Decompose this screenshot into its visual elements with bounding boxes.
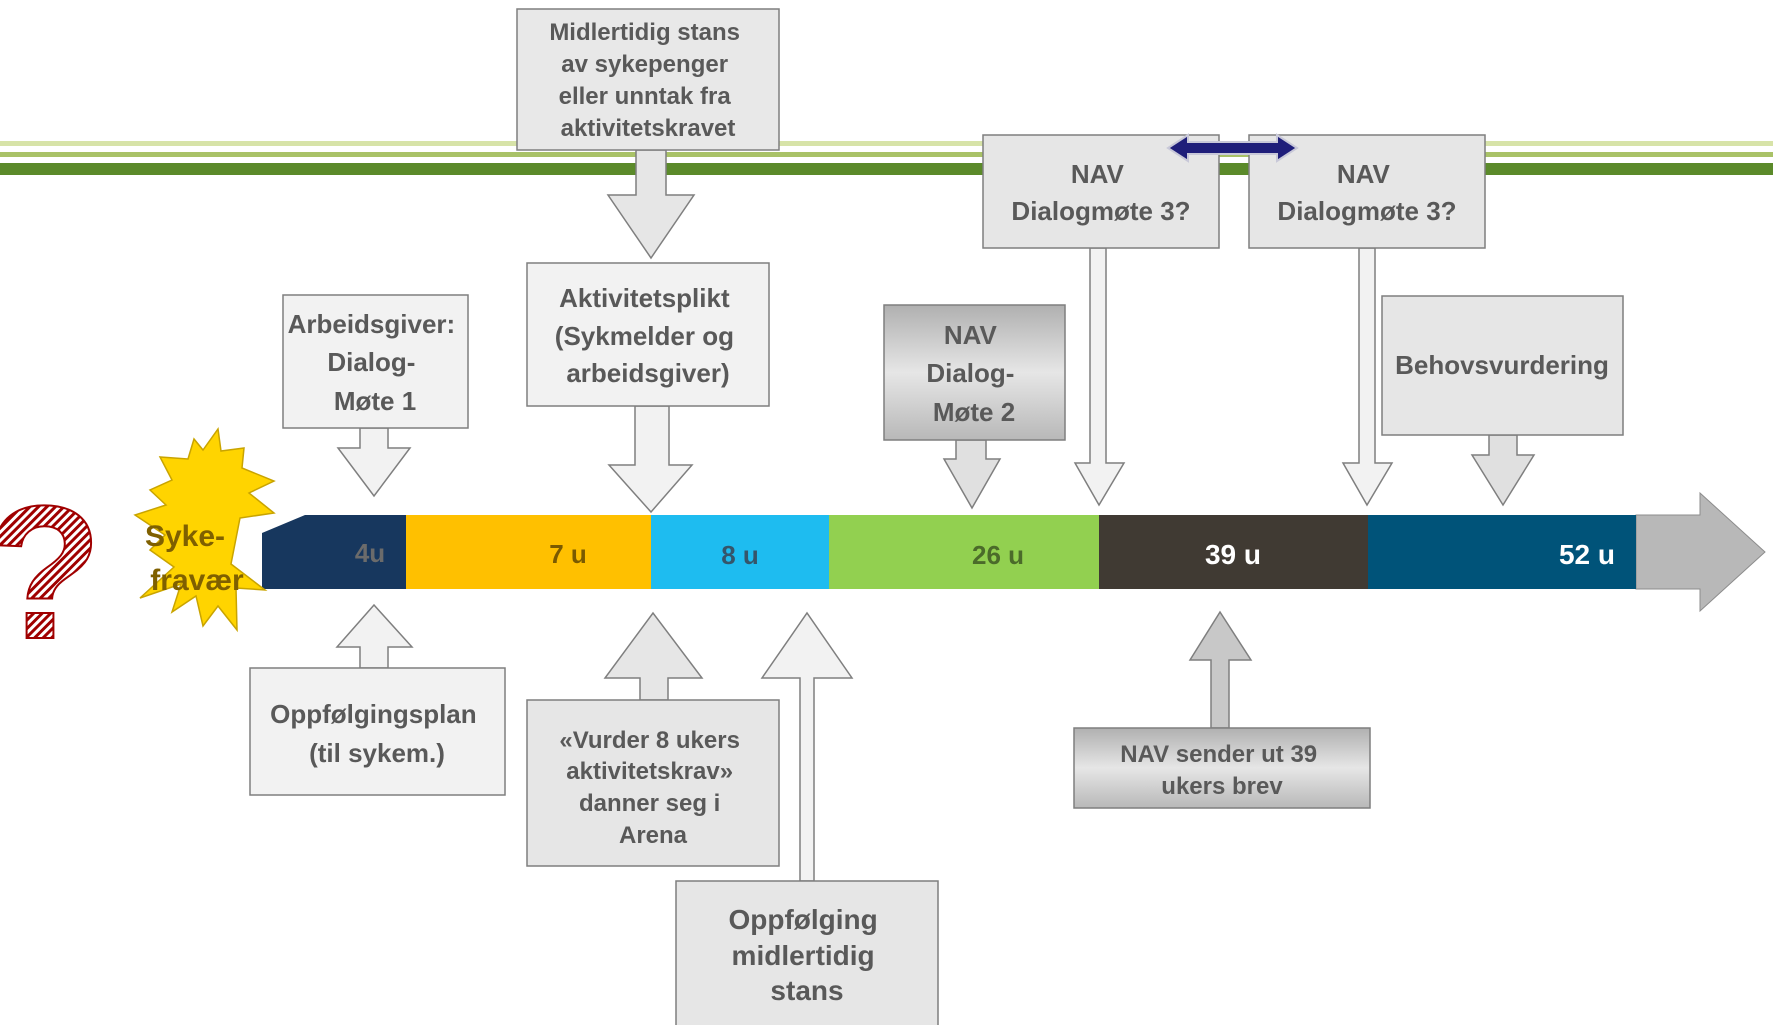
text-line: Dialog- — [327, 347, 415, 377]
callout-arrow — [606, 149, 696, 260]
box-nav-dialog2 — [883, 304, 1066, 441]
timeline-segment-39u — [1099, 515, 1368, 589]
burst-label-line1: Syke- — [145, 520, 225, 553]
svg-text:Oppfølgingsplan (til syk: Oppfølgingsplan (til sykem.) — [270, 699, 484, 768]
text-line: Arena — [619, 822, 688, 849]
timeline-segment-8u — [651, 515, 829, 589]
svg-text:«Vurder 8 ukers aktivite: «Vurder 8 ukers aktivitetskrav» danner s… — [559, 727, 746, 849]
timeline-bar: 4u 7 u 8 u 26 u 39 u 52 u — [262, 491, 1766, 613]
timeline-segment-4u — [262, 515, 406, 589]
callout-arrow — [335, 603, 414, 669]
timeline-segment-7u — [406, 515, 651, 589]
question-mark-icon: ? — [0, 467, 102, 679]
text-line: Møte 1 — [334, 386, 416, 416]
callout-nav-dialog3-a: NAV Dialogmøte 3? — [982, 134, 1220, 507]
svg-text:Midlertidig stans av syk: Midlertidig stans av sykepenger eller un… — [549, 19, 746, 142]
box-behovsvurdering — [1381, 295, 1624, 436]
text-line: aktivitetskrav» — [566, 758, 733, 785]
header-stripes — [0, 141, 1773, 175]
timeline-arrow-head — [1635, 491, 1766, 613]
callout-oppfolgingsplan: Oppfølgingsplan (til sykem.) — [249, 603, 506, 796]
callout-arrow — [607, 405, 694, 514]
text-line: Midlertidig stans — [549, 19, 740, 46]
callout-arrow — [1073, 247, 1126, 507]
svg-text:Arbeidsgiver: Dialog-: Arbeidsgiver: Dialog- Møte 1 — [288, 309, 463, 416]
burst-label-line2: fravær — [150, 564, 244, 597]
stripe-dark — [0, 163, 1773, 175]
callout-arrow — [1341, 247, 1394, 507]
timeline-segment-52u — [1368, 515, 1636, 589]
callout-nav-dialog2: NAV Dialog- Møte 2 — [883, 304, 1066, 510]
segment-label-7u: 7 u — [549, 539, 587, 569]
segment-label-4u: 4u — [355, 538, 385, 568]
text-line: Arbeidsgiver: — [288, 309, 456, 339]
text-line: Oppfølging — [728, 904, 877, 935]
callout-vurder-8-uker: «Vurder 8 ukers aktivitetskrav» danner s… — [526, 611, 780, 867]
text-line: «Vurder 8 ukers — [559, 727, 740, 754]
text-line: NAV — [1337, 159, 1391, 189]
text-line: Dialog- — [926, 358, 1014, 388]
box-arbeidsgiver-dialog1 — [282, 294, 469, 429]
text-line: aktivitetskravet — [561, 115, 736, 142]
text-line: arbeidsgiver) — [566, 358, 729, 388]
svg-text:NAV Dialog- Møte 2: NAV Dialog- Møte 2 — [926, 320, 1021, 427]
text-line: Dialogmøte 3? — [1011, 196, 1190, 226]
text-line: Møte 2 — [933, 397, 1015, 427]
segment-label-8u: 8 u — [721, 540, 759, 570]
box-vurder-8-uker — [526, 699, 780, 867]
callout-nav-39-brev: NAV sender ut 39 ukers brev — [1073, 610, 1371, 809]
text-line: Dialogmøte 3? — [1277, 196, 1456, 226]
callout-arrow — [1470, 434, 1536, 507]
stripe-light — [0, 141, 1773, 146]
svg-text:Aktivitetsplikt (Sykmeld: Aktivitetsplikt (Sykmelder og arbeidsgiv… — [555, 283, 741, 388]
text-line: midlertidig — [732, 940, 875, 971]
text-line: (til sykem.) — [309, 738, 445, 768]
text-line: (Sykmelder og — [555, 321, 734, 351]
svg-text:Oppfølging midlertidig: Oppfølging midlertidig stans — [728, 904, 885, 1006]
text-line: av sykepenger — [561, 51, 728, 78]
burst-icon — [133, 427, 276, 633]
box-oppfolgingsplan — [249, 667, 506, 796]
segment-label-39u: 39 u — [1205, 539, 1261, 570]
stripe-mid — [0, 152, 1773, 157]
callout-arrow — [760, 611, 854, 882]
text-line: NAV — [944, 320, 998, 350]
callout-arrow — [336, 427, 412, 498]
text-line: Behovsvurdering — [1395, 350, 1609, 380]
timeline-segment-26u — [829, 515, 1099, 589]
box-aktivitetsplikt — [526, 262, 770, 407]
callout-behovsvurdering: Behovsvurdering — [1381, 295, 1624, 507]
double-arrow-icon — [1166, 133, 1299, 163]
callout-arrow — [603, 611, 704, 701]
text-line: danner seg i — [579, 790, 720, 817]
svg-text:NAV Dialogmøte 3?: NAV Dialogmøte 3? — [1011, 159, 1190, 226]
text-line: Oppfølgingsplan — [270, 699, 477, 729]
text-line: stans — [770, 975, 843, 1006]
text-line: ukers brev — [1161, 773, 1283, 800]
callout-arbeidsgiver-dialog1: Arbeidsgiver: Dialog- Møte 1 — [282, 294, 469, 498]
text-line: Aktivitetsplikt — [559, 283, 730, 313]
box-midlertidig-stans — [516, 8, 780, 151]
text-line: NAV sender ut 39 — [1120, 741, 1317, 768]
callout-aktivitetsplikt: Aktivitetsplikt (Sykmelder og arbeidsgiv… — [526, 262, 770, 514]
segment-label-26u: 26 u — [972, 540, 1024, 570]
svg-text:NAV Dialogmøte 3?: NAV Dialogmøte 3? — [1277, 159, 1456, 226]
text-line: eller unntak fra — [559, 83, 732, 110]
box-oppfolging-midlertidig — [675, 880, 939, 1025]
text-line: NAV — [1071, 159, 1125, 189]
callout-midlertidig-stans: Midlertidig stans av sykepenger eller un… — [516, 8, 780, 260]
start-marker: ? Syke- fravær — [0, 427, 276, 680]
callout-arrow — [942, 439, 1002, 510]
svg-text:NAV sender ut 39 ukers b: NAV sender ut 39 ukers brev — [1120, 741, 1324, 800]
box-nav-39-brev — [1073, 727, 1371, 809]
segment-label-52u: 52 u — [1559, 539, 1615, 570]
callout-oppfolging-midlertidig: Oppfølging midlertidig stans — [675, 611, 939, 1025]
callout-arrow — [1188, 610, 1253, 729]
